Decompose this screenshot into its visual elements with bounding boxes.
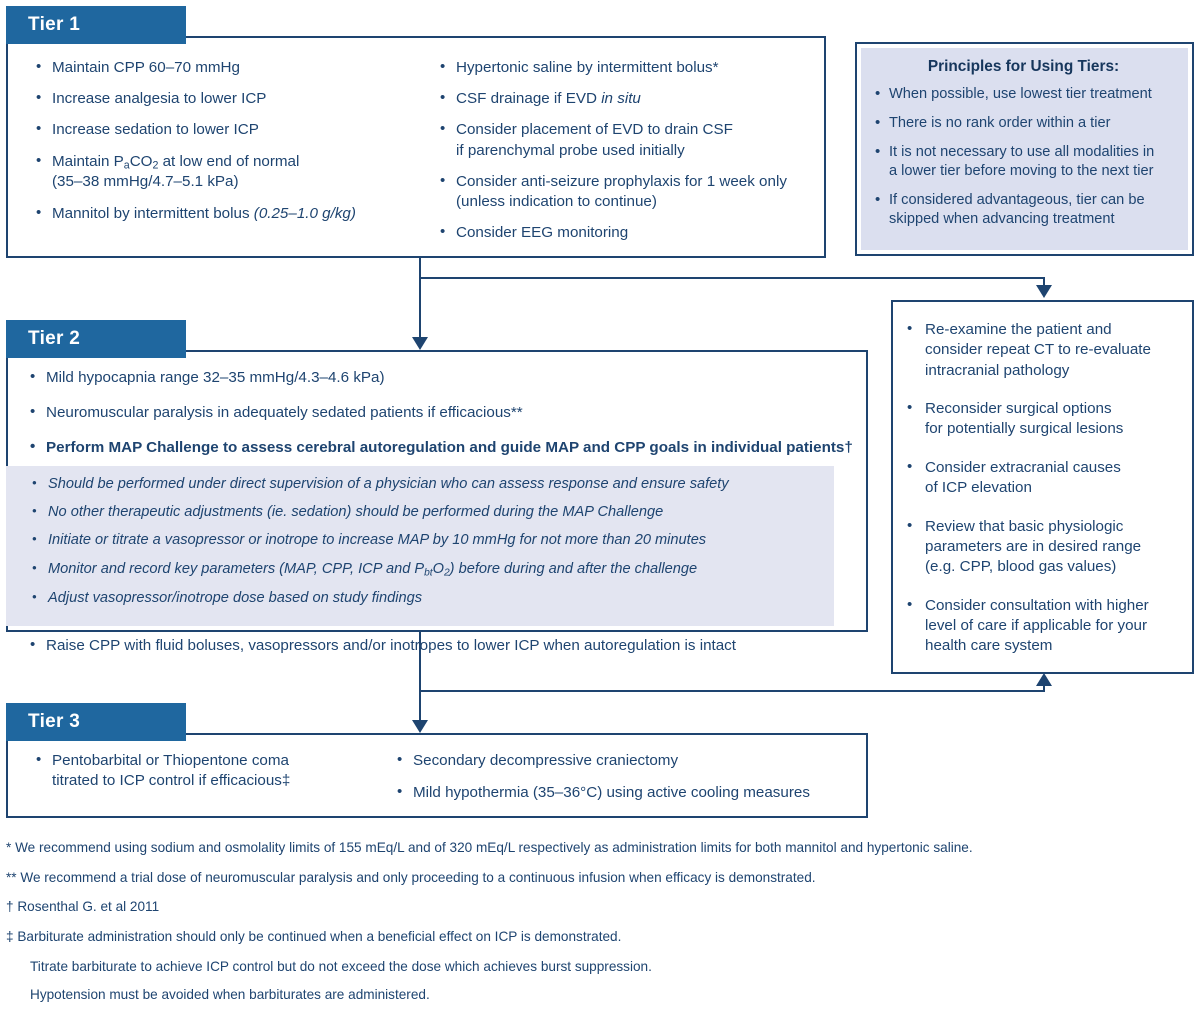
footnote-double-asterisk: ** We recommend a trial dose of neuromus…: [6, 869, 816, 885]
list-item: Increase sedation to lower ICP: [32, 119, 417, 140]
map-challenge-sub-panel: Should be performed under direct supervi…: [6, 465, 834, 627]
tier1-left-column: Maintain CPP 60–70 mmHgIncrease analgesi…: [32, 57, 417, 224]
flowchart-canvas: Maintain CPP 60–70 mmHgIncrease analgesi…: [0, 0, 1200, 976]
tier2-header-tab: Tier 2: [6, 320, 186, 358]
principles-list: When possible, use lowest tier treatment…: [871, 84, 1176, 229]
tier3-header-tab: Tier 3: [6, 703, 186, 741]
tier1-right-list: Hypertonic saline by intermittent bolus*…: [436, 57, 816, 244]
connector-tier2-to-reexamine-horizontal: [419, 690, 1045, 692]
connector-tier1-to-tier2-vertical: [419, 258, 421, 340]
tier3-box: Pentobarbital or Thiopentone comatitrate…: [6, 733, 868, 818]
tier1-left-list: Maintain CPP 60–70 mmHgIncrease analgesi…: [32, 57, 417, 224]
list-item: Consider anti-seizure prophylaxis for 1 …: [436, 171, 816, 212]
list-item: Mild hypothermia (35–36°C) using active …: [393, 782, 853, 803]
tier3-left-column: Pentobarbital or Thiopentone comatitrate…: [32, 750, 392, 803]
footnote-double-dagger-line3: Hypotension must be avoided when barbitu…: [30, 986, 430, 1002]
list-item: Consider placement of EVD to drain CSFif…: [436, 119, 816, 160]
list-item: Consider EEG monitoring: [436, 222, 816, 243]
list-item: Increase analgesia to lower ICP: [32, 88, 417, 109]
list-item: Adjust vasopressor/inotrope dose based o…: [28, 588, 824, 608]
footnote-dagger: † Rosenthal G. et al 2011: [6, 899, 160, 915]
connector-reexamine-bottom-stub: [1043, 685, 1045, 692]
tier1-box: Maintain CPP 60–70 mmHgIncrease analgesi…: [6, 36, 826, 258]
map-challenge-sub-list: Should be performed under direct supervi…: [28, 474, 824, 609]
list-item: When possible, use lowest tier treatment: [871, 84, 1176, 104]
arrow-into-tier3: [412, 720, 428, 733]
list-item: If considered advantageous, tier can bes…: [871, 190, 1176, 229]
tier2-item-raise-cpp: Raise CPP with fluid boluses, vasopresso…: [26, 635, 854, 656]
arrow-into-reexamine-box: [1036, 285, 1052, 298]
list-item: Hypertonic saline by intermittent bolus*: [436, 57, 816, 78]
footnote-asterisk: * We recommend using sodium and osmolali…: [6, 840, 973, 855]
list-item: Maintain PaCO2 at low end of normal(35–3…: [32, 151, 417, 193]
list-item: Should be performed under direct supervi…: [28, 474, 824, 494]
tier2-list-last: Raise CPP with fluid boluses, vasopresso…: [26, 635, 854, 656]
list-item: Monitor and record key parameters (MAP, …: [28, 559, 824, 580]
tier2-box: Mild hypocapnia range 32–35 mmHg/4.3–4.6…: [6, 350, 868, 656]
footnote-double-dagger-line2: Titrate barbiturate to achieve ICP contr…: [30, 958, 652, 974]
tier2-item-map-challenge: Perform MAP Challenge to assess cerebral…: [26, 437, 854, 458]
connector-reexamine-top-stub: [1043, 277, 1045, 287]
list-item: Mannitol by intermittent bolus (0.25–1.0…: [32, 203, 417, 224]
arrow-up-into-reexamine-box: [1036, 673, 1052, 686]
list-item: Secondary decompressive craniectomy: [393, 750, 853, 771]
tier2-item-hypocapnia: Mild hypocapnia range 32–35 mmHg/4.3–4.6…: [26, 367, 854, 388]
tier3-right-column: Secondary decompressive craniectomyMild …: [393, 750, 853, 815]
tier2-item-neuromuscular-paralysis: Neuromuscular paralysis in adequately se…: [26, 402, 854, 423]
list-item: It is not necessary to use all modalitie…: [871, 142, 1176, 181]
tier2-list: Mild hypocapnia range 32–35 mmHg/4.3–4.6…: [26, 367, 854, 459]
list-item: No other therapeutic adjustments (ie. se…: [28, 502, 824, 522]
list-item: There is no rank order within a tier: [871, 113, 1176, 133]
tier3-right-list: Secondary decompressive craniectomyMild …: [393, 750, 853, 803]
connector-tier1-to-reexamine-horizontal: [419, 277, 1045, 279]
tier3-left-list: Pentobarbital or Thiopentone comatitrate…: [32, 750, 392, 791]
principles-title: Principles for Using Tiers:: [927, 58, 1120, 75]
list-item: Maintain CPP 60–70 mmHg: [32, 57, 417, 78]
list-item: CSF drainage if EVD in situ: [436, 88, 816, 109]
footnote-double-dagger: ‡ Barbiturate administration should only…: [6, 929, 622, 945]
list-item: Review that basic physiologicparameters …: [903, 516, 1178, 578]
footnotes-section: * We recommend using sodium and osmolali…: [6, 838, 1186, 1012]
list-item: Initiate or titrate a vasopressor or ino…: [28, 530, 824, 550]
tier2-body: Mild hypocapnia range 32–35 mmHg/4.3–4.6…: [6, 367, 854, 672]
list-item: Pentobarbital or Thiopentone comatitrate…: [32, 750, 392, 791]
tier1-right-column: Hypertonic saline by intermittent bolus*…: [436, 57, 816, 244]
connector-tier2-to-tier3-vertical: [419, 632, 421, 724]
arrow-into-tier2: [412, 337, 428, 350]
principles-inner-panel: Principles for Using Tiers: When possibl…: [861, 48, 1188, 250]
tier1-header-tab: Tier 1: [6, 6, 186, 44]
principles-for-using-tiers-box: Principles for Using Tiers: When possibl…: [855, 42, 1194, 256]
